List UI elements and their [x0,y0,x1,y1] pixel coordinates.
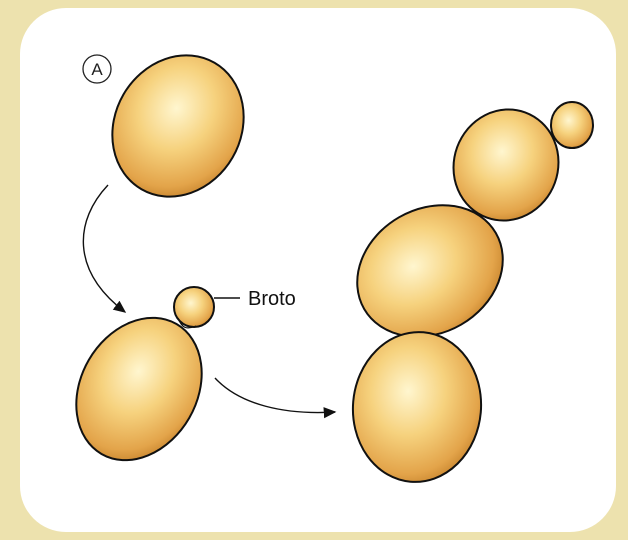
bud-label-text: Broto [248,288,296,310]
arrow-icon [83,185,125,312]
panel-marker-letter: A [91,60,103,79]
cell-chain [333,95,593,488]
panel-marker: A [83,55,111,83]
bud-label: Broto [214,288,296,310]
budding-cell [51,287,226,483]
arrow-icon [215,378,335,413]
parent-cell [87,31,269,220]
